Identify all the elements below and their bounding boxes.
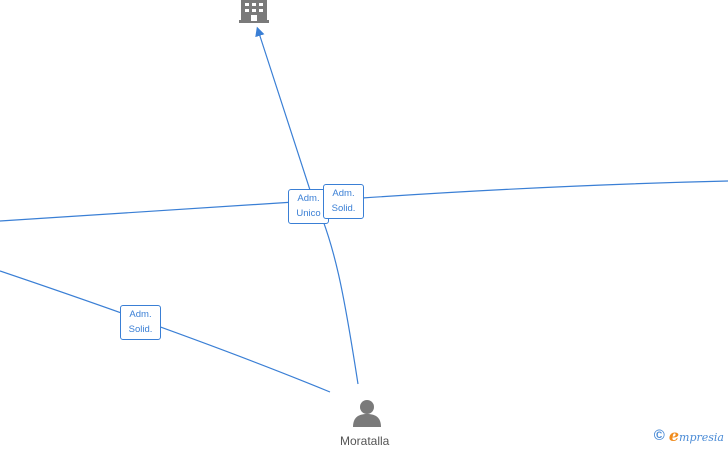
role-line2: Solid. [331,203,356,214]
brand-first-letter: e [668,426,680,445]
building-icon[interactable] [239,0,269,23]
role-line1: Adm. [332,188,355,199]
role-line2: Solid. [128,324,153,335]
role-line2: Unico [296,208,321,219]
brand-logo: © empresia [654,426,724,445]
role-adm-solid-left[interactable]: Adm. Solid. [120,305,161,340]
edge-left-to-person [0,270,331,393]
person-label[interactable]: Moratalla [340,434,390,448]
role-line1: Adm. [129,309,152,320]
role-adm-solid-top[interactable]: Adm. Solid. [323,184,364,219]
brand-rest: mpresia [679,431,724,444]
copyright-icon: © [653,427,665,444]
role-line1: Adm. [297,193,320,204]
edge-left-horizontal [0,199,326,222]
edge-right-horizontal [361,180,728,199]
role-adm-unico[interactable]: Adm. Unico [288,189,329,224]
brand-name: empresia [669,426,724,445]
person-icon[interactable] [353,400,381,427]
